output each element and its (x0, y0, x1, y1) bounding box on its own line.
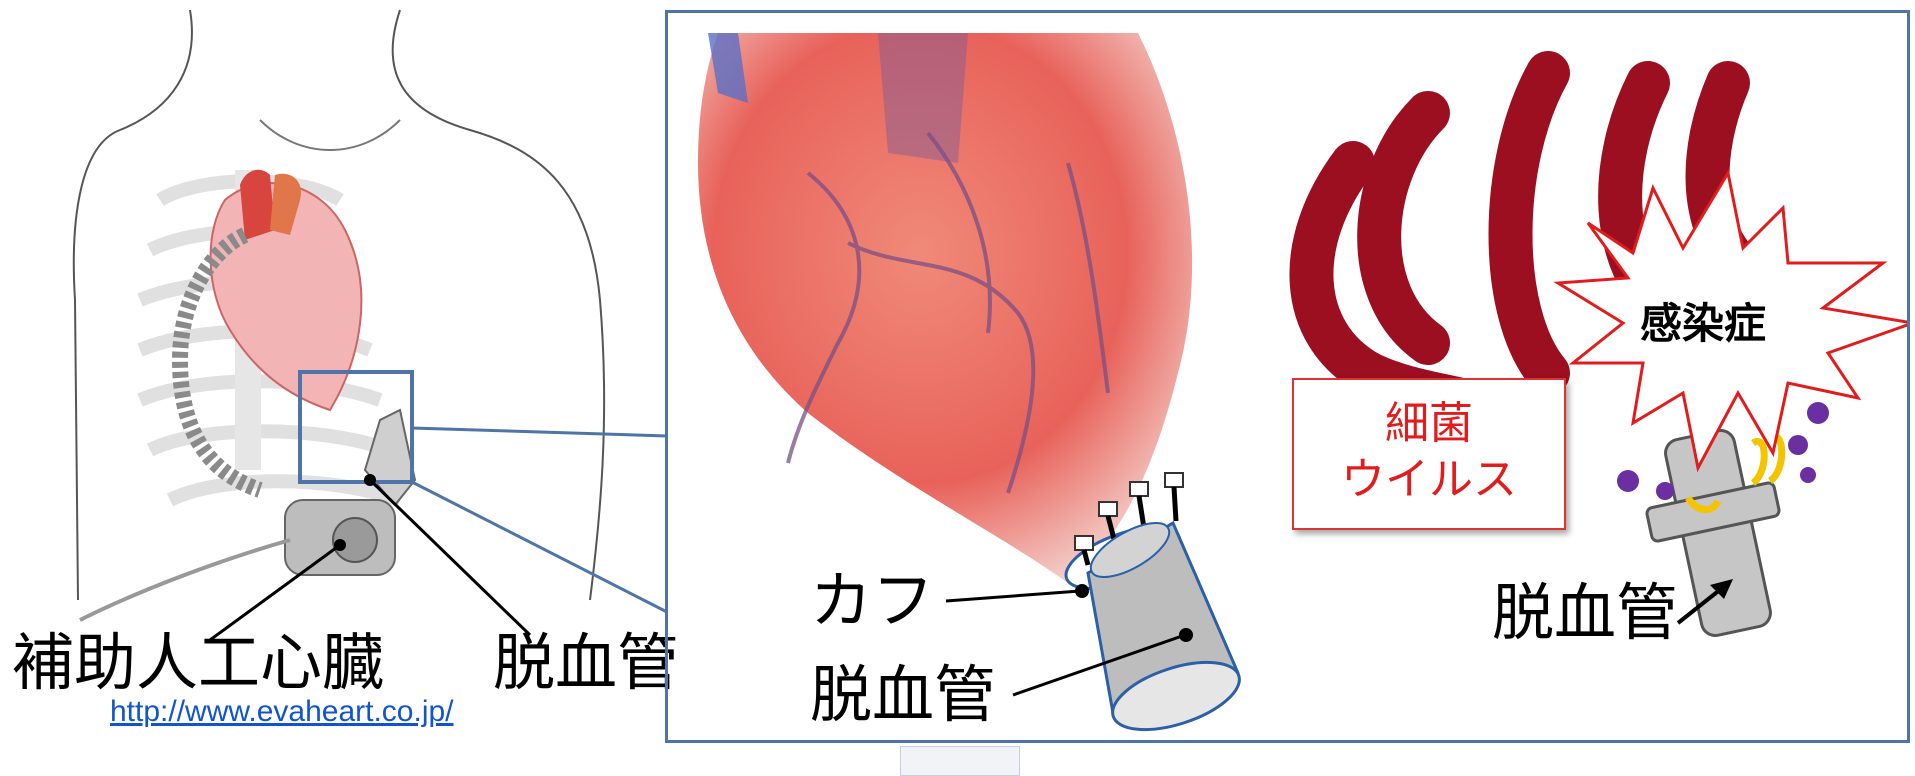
cuff-label: カフ (810, 570, 934, 632)
vad-label: 補助人工心臓 (12, 632, 384, 694)
drain-tube-center (1083, 512, 1248, 743)
tube-label-left: 脱血管 (493, 632, 679, 694)
pathogen-line2: ウイルス (1294, 452, 1564, 508)
infection-label: 感染症 (1640, 290, 1766, 351)
tube-label-center: 脱血管 (810, 664, 996, 726)
pathogen-callout: 細菌 ウイルス (1292, 378, 1566, 530)
torso-illustration (0, 0, 670, 690)
source-link[interactable]: http://www.evaheart.co.jp/ (110, 692, 510, 732)
footer-tab (900, 746, 1020, 776)
pathogen-line1: 細菌 (1294, 396, 1564, 452)
tube-label-right: 脱血管 (1492, 582, 1678, 644)
